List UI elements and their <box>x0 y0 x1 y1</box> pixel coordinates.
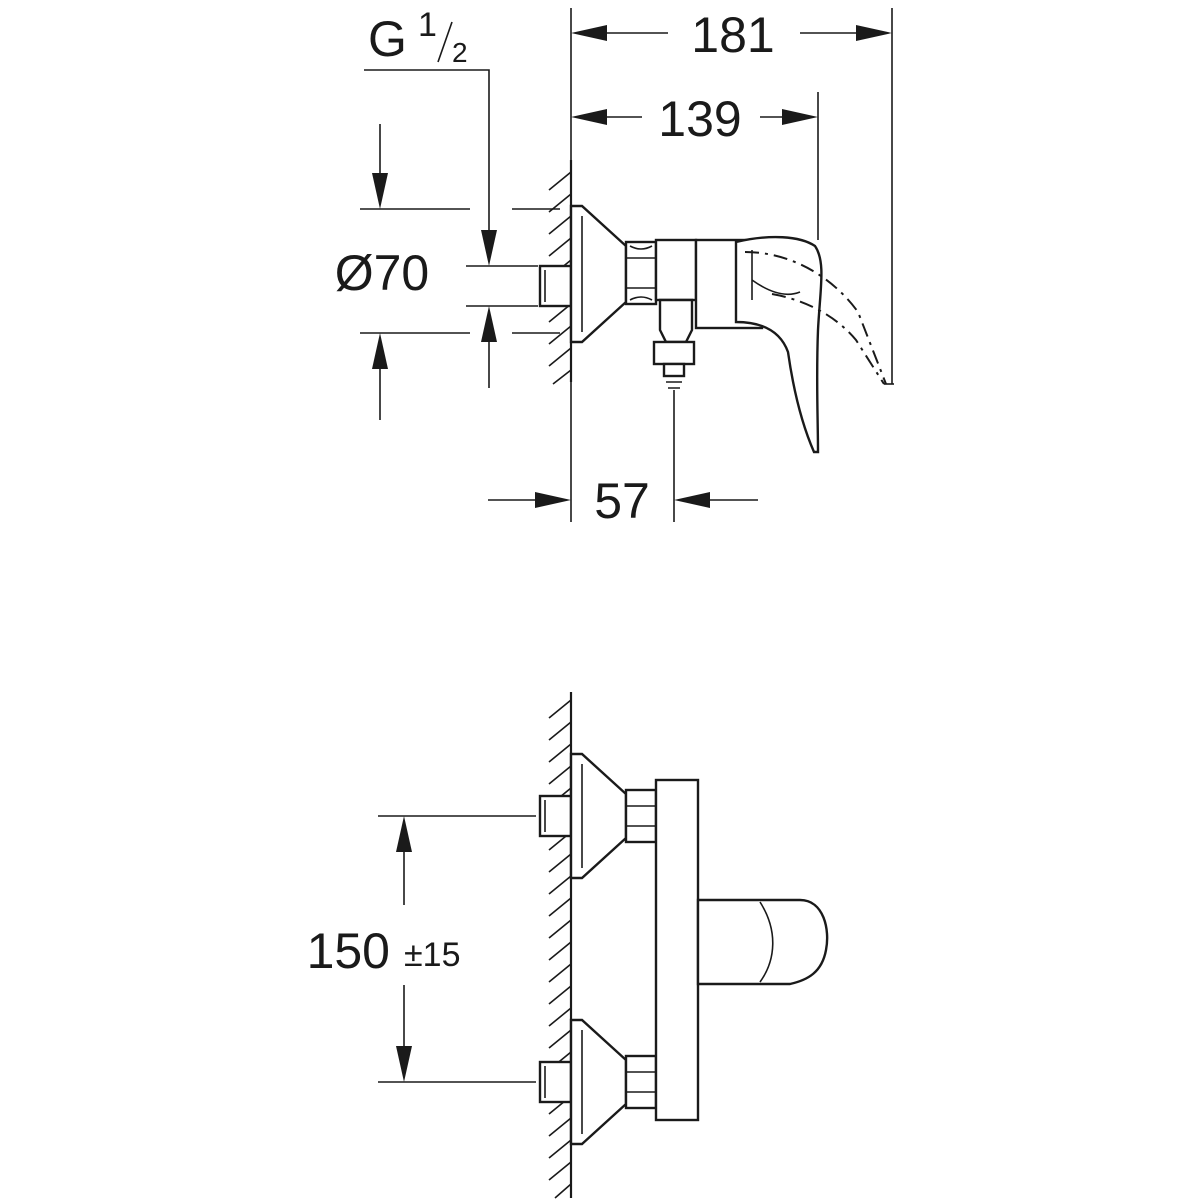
thread-dimension: G 1 2 <box>364 6 538 388</box>
inlet-spacing-dimension: 150 ±15 <box>307 815 536 1083</box>
overall-depth-dimension: 181 <box>570 7 893 384</box>
lever-depth-dimension: 139 <box>571 91 819 240</box>
front-view: 150 ±15 <box>307 692 829 1199</box>
lever-side <box>734 235 823 454</box>
rosette-diameter-dimension: Ø70 <box>335 124 560 420</box>
upper-inlet-front <box>538 752 658 880</box>
rosette-diameter-label: Ø70 <box>335 245 430 301</box>
overall-depth-label: 181 <box>691 7 774 63</box>
side-view: Ø70 G 1 2 181 <box>335 6 894 529</box>
lever-front <box>696 898 829 986</box>
mixer-body-front <box>654 778 700 1122</box>
inlet-spacing-label: 150 <box>307 923 390 979</box>
outlet-offset-label: 57 <box>594 473 650 529</box>
wall-front <box>548 692 573 1199</box>
lower-inlet-front <box>538 1018 658 1146</box>
thread-letter: G <box>368 11 407 67</box>
outlet-offset-dimension: 57 <box>488 382 758 529</box>
outlet-stem-side <box>652 238 698 389</box>
rosette-side <box>569 204 628 344</box>
thread-numerator: 1 <box>418 6 437 44</box>
hex-nut-side <box>624 240 658 306</box>
inlet-spacing-tolerance: ±15 <box>404 936 460 974</box>
thread-denominator: 2 <box>452 37 468 68</box>
lever-depth-label: 139 <box>658 91 741 147</box>
